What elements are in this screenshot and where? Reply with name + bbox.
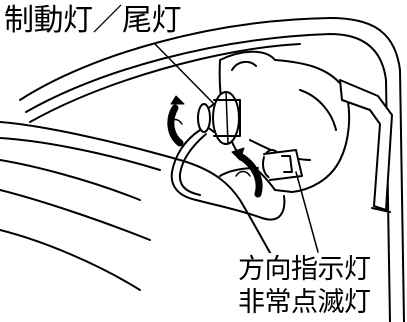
socket-clip-details — [167, 118, 251, 177]
side-bracket — [339, 79, 393, 213]
turn-signal-hazard-label: 方向指示灯 非常点滅灯 — [238, 253, 371, 319]
housing-outline — [0, 17, 405, 322]
bulb-socket-housing — [218, 50, 351, 193]
curved-arrow-icon — [167, 95, 185, 147]
leader-lines — [154, 43, 319, 253]
brake-tail-bulb-socket — [197, 91, 241, 145]
hazard-flasher-label: 非常点滅灯 — [238, 287, 371, 318]
curved-arrow-icon — [231, 147, 263, 198]
turn-signal-bulb-socket — [262, 149, 303, 181]
turn-signal-label: 方向指示灯 — [238, 254, 371, 285]
brake-tail-lamp-label: 制動灯／尾灯 — [4, 3, 182, 38]
